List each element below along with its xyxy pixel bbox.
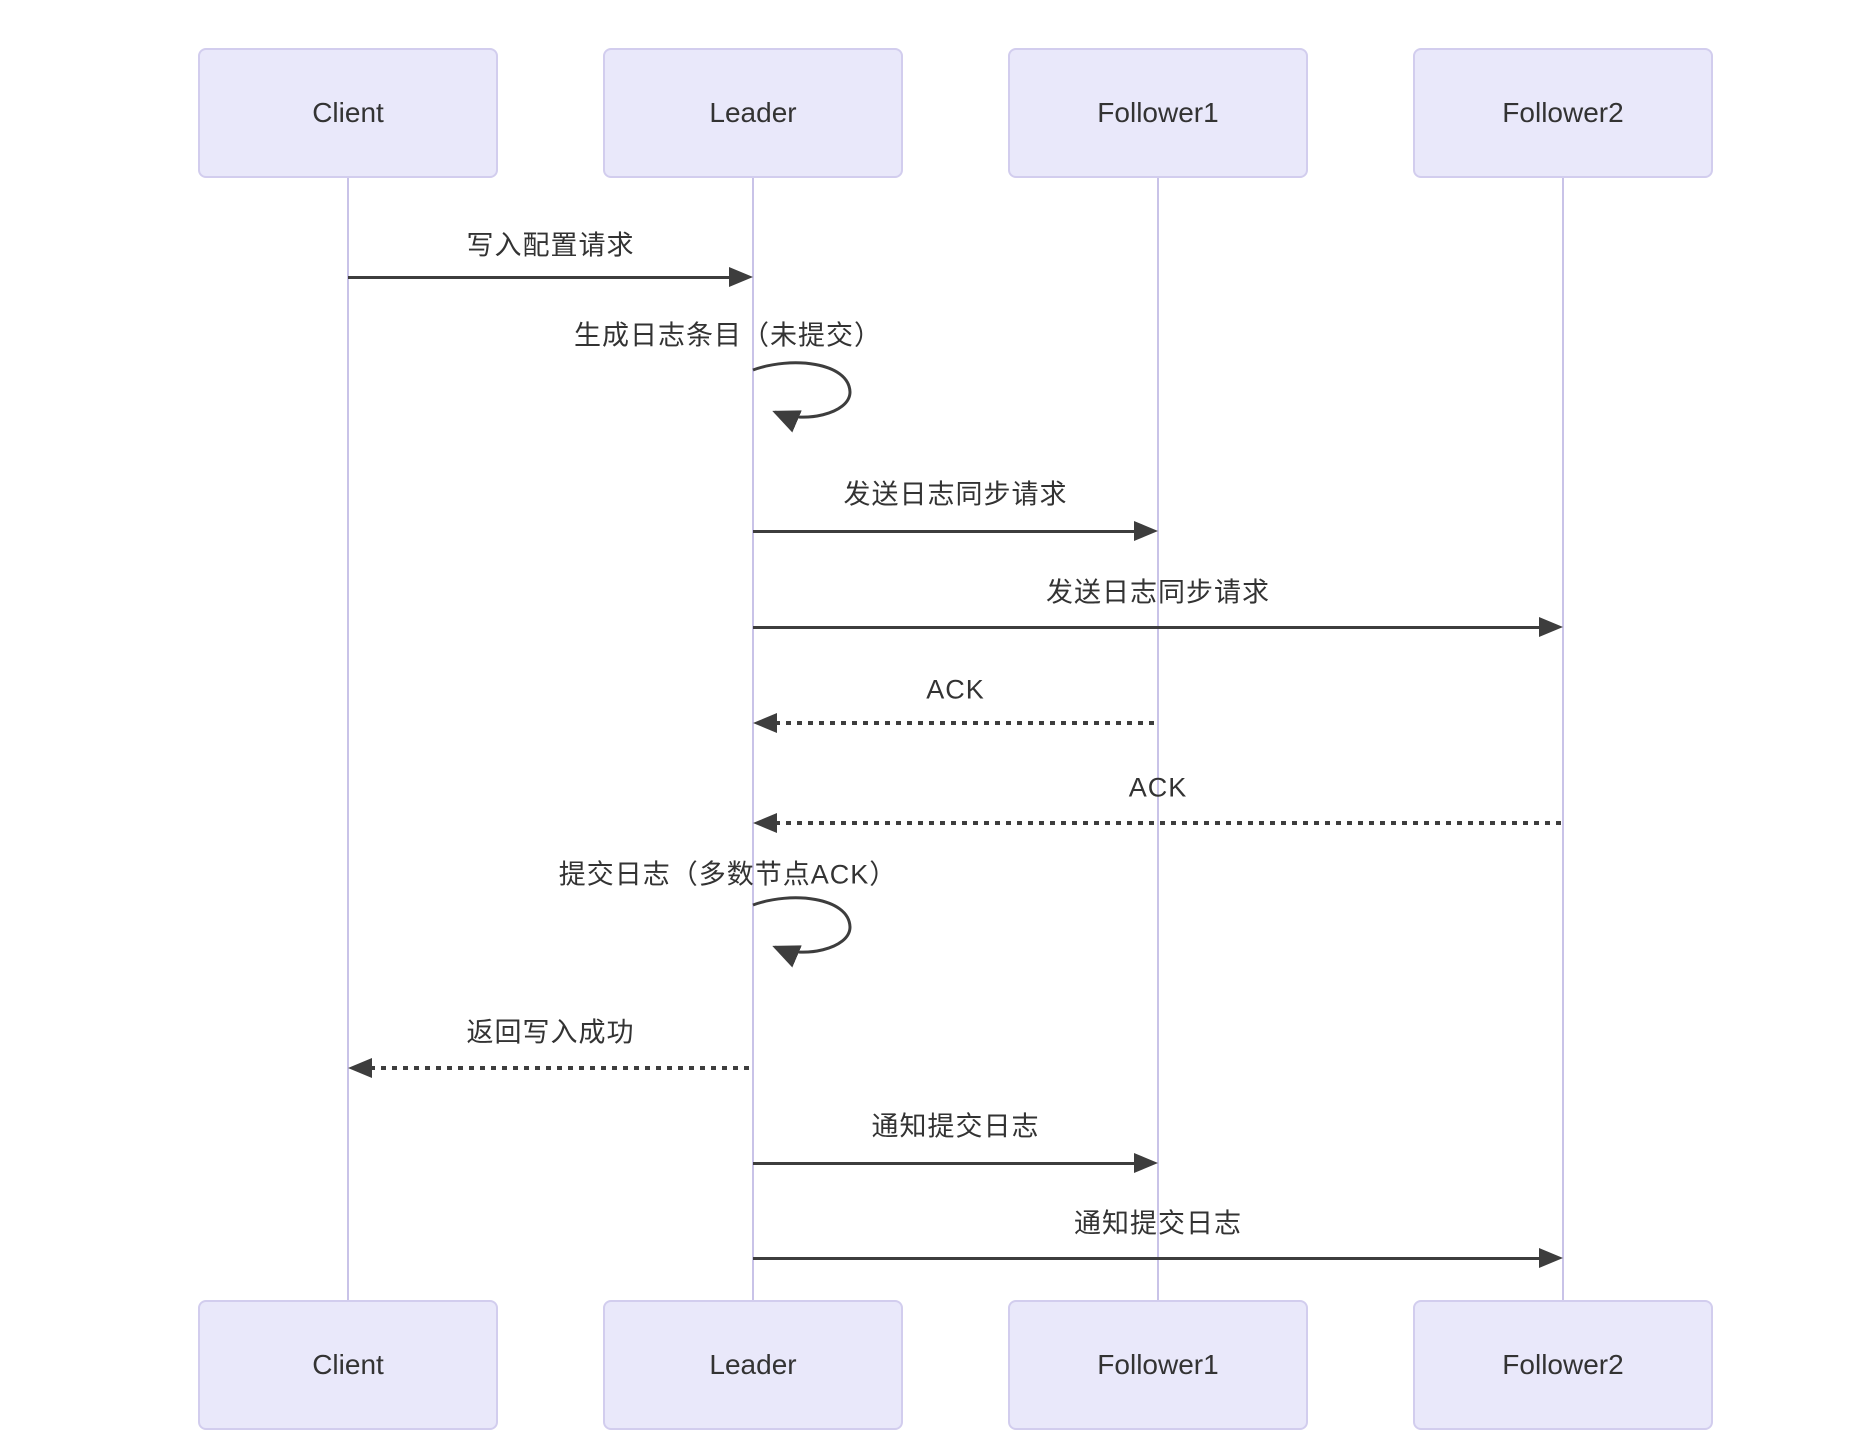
message-5-label: ACK bbox=[926, 674, 985, 705]
actor-bottom-client: Client bbox=[198, 1300, 498, 1430]
message-8-label: 返回写入成功 bbox=[466, 1017, 635, 1048]
message-3-label: 发送日志同步请求 bbox=[843, 479, 1068, 510]
actor-bottom-follower1: Follower1 bbox=[1008, 1300, 1308, 1430]
message-4-arrowhead bbox=[1539, 617, 1563, 637]
message-6-label: ACK bbox=[1128, 772, 1188, 803]
actor-top-leader: Leader bbox=[603, 48, 903, 178]
message-6-line bbox=[775, 821, 1563, 825]
message-7-self-arrow bbox=[752, 896, 852, 968]
message-6-arrowhead bbox=[753, 813, 777, 833]
lifeline-follower2 bbox=[1562, 178, 1564, 1300]
actor-top-follower1: Follower1 bbox=[1008, 48, 1308, 178]
message-7-label: 提交日志（多数节点ACK） bbox=[558, 859, 898, 890]
message-2-self-arrow bbox=[752, 361, 852, 433]
actor-top-follower2: Follower2 bbox=[1413, 48, 1713, 178]
lifeline-client bbox=[347, 178, 349, 1300]
message-1-label: 写入配置请求 bbox=[466, 230, 635, 261]
message-1-line bbox=[348, 276, 731, 279]
message-9-arrowhead bbox=[1134, 1153, 1158, 1173]
message-3-arrowhead bbox=[1134, 521, 1158, 541]
message-8-line bbox=[370, 1066, 753, 1070]
message-1-arrowhead bbox=[729, 267, 753, 287]
message-9-label: 通知提交日志 bbox=[871, 1111, 1040, 1142]
actor-top-client: Client bbox=[198, 48, 498, 178]
message-5-arrowhead bbox=[753, 713, 777, 733]
message-8-arrowhead bbox=[348, 1058, 372, 1078]
message-4-line bbox=[753, 626, 1541, 629]
message-10-line bbox=[753, 1257, 1541, 1260]
message-3-line bbox=[753, 530, 1136, 533]
lifeline-leader bbox=[752, 178, 754, 1300]
lifeline-follower1 bbox=[1157, 178, 1159, 1300]
message-5-line bbox=[775, 721, 1158, 725]
actor-bottom-follower2: Follower2 bbox=[1413, 1300, 1713, 1430]
message-2-label: 生成日志条目（未提交） bbox=[574, 320, 882, 351]
message-9-line bbox=[753, 1162, 1136, 1165]
message-10-label: 通知提交日志 bbox=[1074, 1208, 1242, 1239]
message-10-arrowhead bbox=[1539, 1248, 1563, 1268]
actor-bottom-leader: Leader bbox=[603, 1300, 903, 1430]
message-4-label: 发送日志同步请求 bbox=[1046, 577, 1270, 608]
